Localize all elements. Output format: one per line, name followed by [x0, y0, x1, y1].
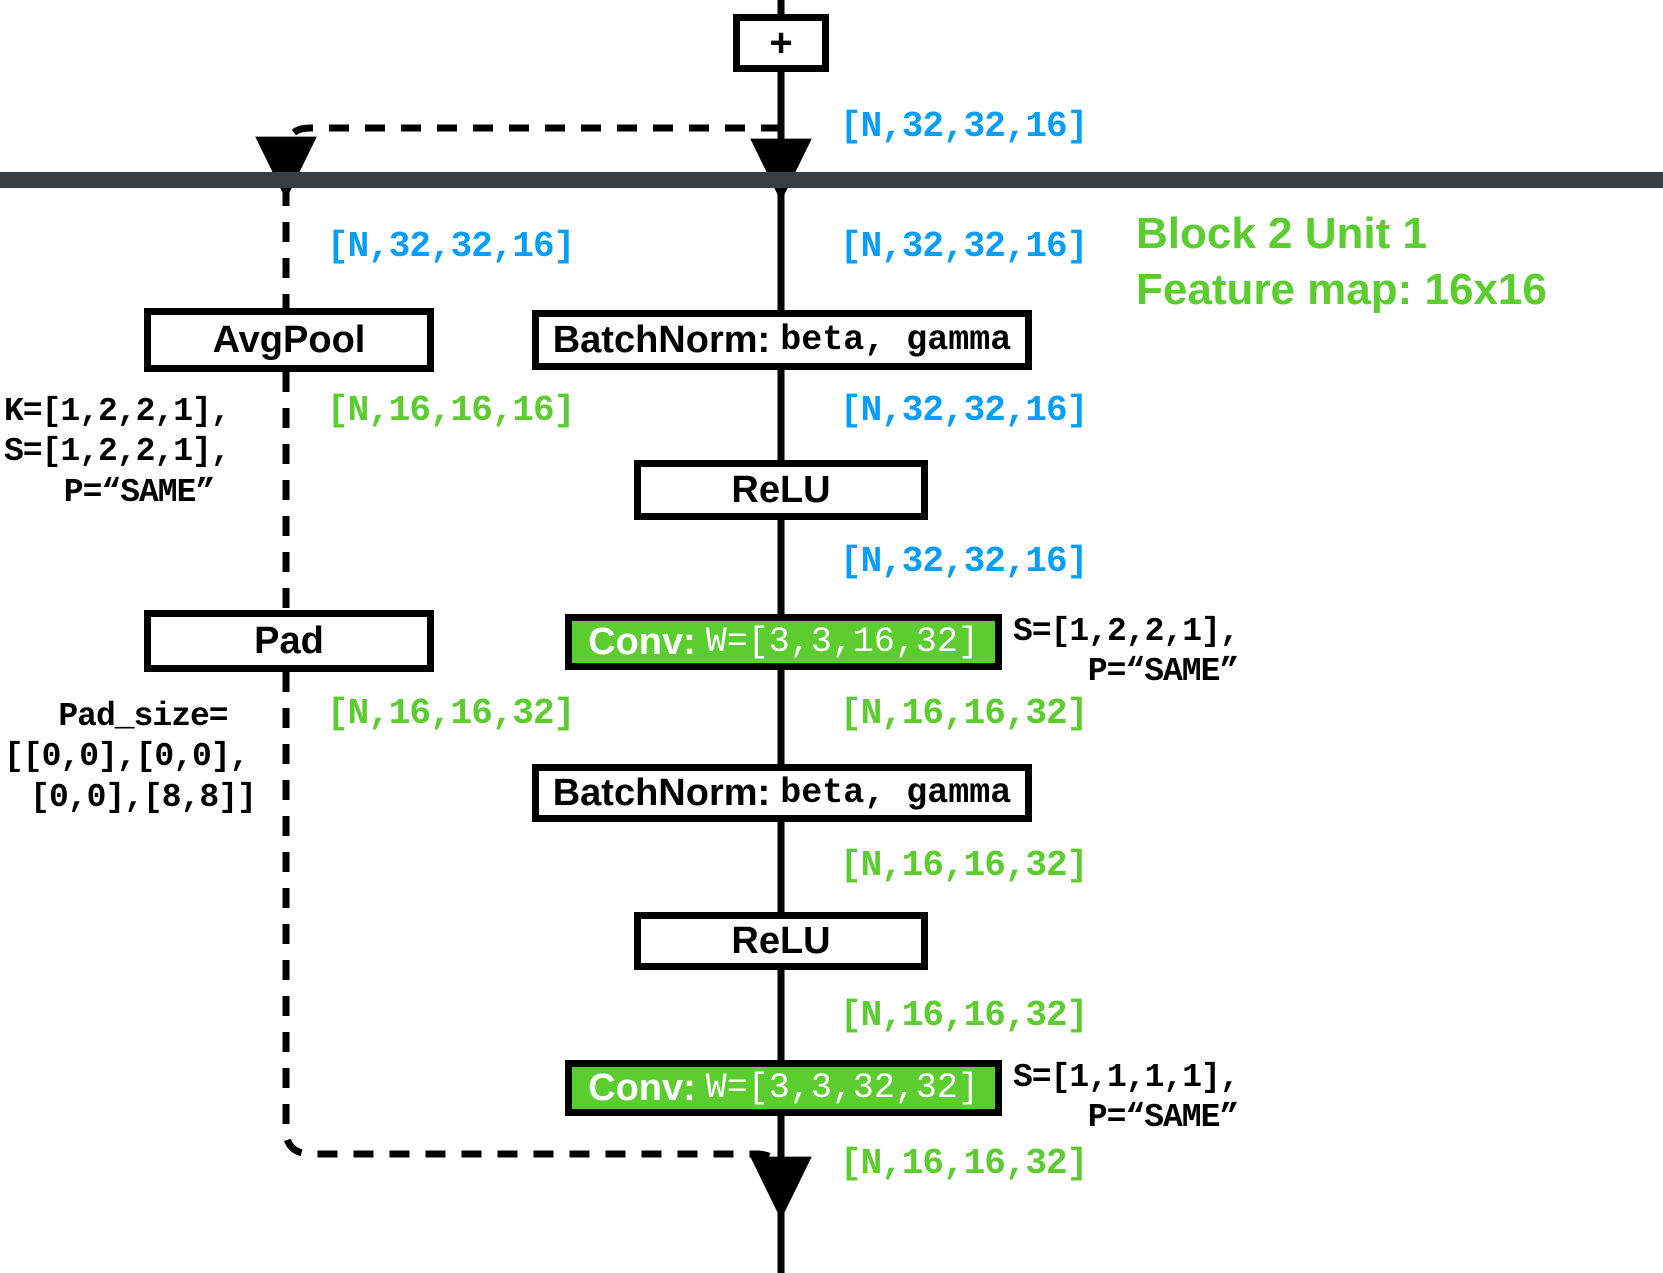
tensor-label-relu2-out: [N,16,16,32] — [840, 995, 1088, 1036]
tensor-label-pad-out: [N,16,16,32] — [327, 693, 575, 734]
params-pad-line-1: [[0,0],[0,0], — [4, 738, 249, 776]
node-relu-2-label: ReLU — [731, 919, 831, 962]
node-pad-label: Pad — [254, 619, 324, 662]
tensor-label-main-in: [N,32,32,16] — [840, 226, 1088, 267]
params-avgpool: K=[1,2,2,1], S=[1,2,2,1], P=“SAME” — [4, 392, 274, 513]
params-avgpool-line-2: P=“SAME” — [63, 473, 215, 511]
params-avgpool-line-1: S=[1,2,2,1], — [4, 433, 231, 471]
block-title-line-1: Feature map: 16x16 — [1136, 265, 1547, 315]
block-title: Block 2 Unit 1 Feature map: 16x16 — [1136, 206, 1547, 319]
node-relu-1[interactable]: ReLU — [634, 460, 928, 520]
node-relu-2[interactable]: ReLU — [634, 912, 928, 970]
tensor-label-bn1-out: [N,32,32,16] — [840, 390, 1088, 431]
block-title-line-0: Block 2 Unit 1 — [1136, 209, 1427, 258]
node-batchnorm-2[interactable]: BatchNorm: beta, gamma — [532, 764, 1032, 822]
params-pad-line-2: [0,0],[8,8]] — [30, 778, 257, 816]
params-avgpool-line-0: K=[1,2,2,1], — [4, 393, 231, 430]
tensor-label-avgpool-out: [N,16,16,16] — [327, 390, 575, 431]
node-conv-2[interactable]: Conv: W=[3,3,32,32] — [565, 1060, 1002, 1116]
node-batchnorm-1[interactable]: BatchNorm: beta, gamma — [532, 310, 1032, 370]
tensor-label-bn2-out: [N,16,16,32] — [840, 845, 1088, 886]
node-avgpool-label: AvgPool — [212, 318, 366, 361]
node-avgpool[interactable]: AvgPool — [144, 308, 434, 372]
section-divider-banner — [0, 172, 1663, 188]
node-relu-1-label: ReLU — [731, 468, 831, 511]
node-pad[interactable]: Pad — [144, 610, 434, 672]
node-add[interactable]: + — [733, 14, 829, 72]
node-conv-1[interactable]: Conv: W=[3,3,16,32] — [565, 614, 1002, 670]
params-conv-1: S=[1,2,2,1], P=“SAME” — [1013, 612, 1313, 693]
node-add-label: + — [769, 20, 793, 65]
node-conv-2-label: Conv: — [588, 1066, 696, 1109]
node-batchnorm-1-params: beta, gamma — [780, 320, 1012, 360]
node-conv-2-params: W=[3,3,32,32] — [705, 1068, 979, 1108]
node-batchnorm-2-params: beta, gamma — [780, 773, 1012, 813]
params-pad-line-0: Pad_size= — [58, 698, 228, 735]
params-conv-2-line-0: S=[1,1,1,1], — [1013, 1059, 1240, 1096]
node-batchnorm-2-label: BatchNorm: — [552, 771, 771, 814]
node-conv-1-label: Conv: — [588, 620, 696, 663]
params-conv-2-line-1: P=“SAME” — [1087, 1099, 1239, 1137]
params-conv-2: S=[1,1,1,1], P=“SAME” — [1013, 1058, 1313, 1139]
params-pad: Pad_size= [[0,0],[0,0], [0,0],[8,8]] — [4, 697, 282, 818]
tensor-label-conv1-out: [N,16,16,32] — [840, 693, 1088, 734]
tensor-label-conv2-out: [N,16,16,32] — [840, 1143, 1088, 1184]
tensor-label-add-out: [N,32,32,16] — [840, 106, 1088, 147]
node-conv-1-params: W=[3,3,16,32] — [705, 622, 979, 662]
tensor-label-relu1-out: [N,32,32,16] — [840, 541, 1088, 582]
tensor-label-shortcut-in: [N,32,32,16] — [327, 226, 575, 267]
params-conv-1-line-0: S=[1,2,2,1], — [1013, 613, 1240, 650]
node-batchnorm-1-label: BatchNorm: — [552, 318, 771, 361]
params-conv-1-line-1: P=“SAME” — [1087, 653, 1239, 691]
